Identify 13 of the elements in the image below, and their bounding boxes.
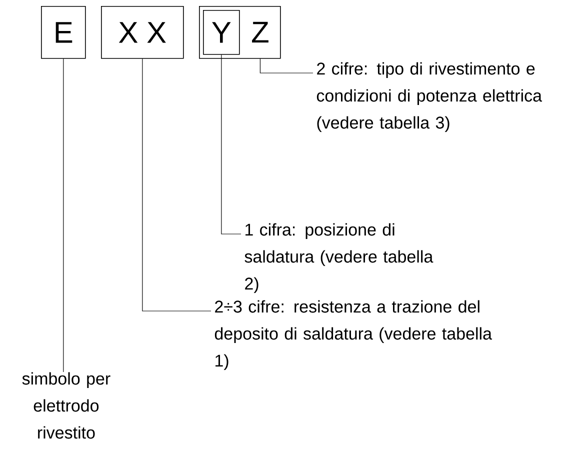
description-text: simbolo per elettrodo rivestito <box>22 372 110 439</box>
description-text: 2 cifre: tipo di rivestimento e condizioni di potenza elettrica (vedere tabella 3) <box>316 62 542 132</box>
letter-box: X X <box>101 6 184 59</box>
leader-line <box>221 54 242 234</box>
letter-box: Y <box>203 10 240 55</box>
description-text: 2÷3 cifre: resistenza a trazione del deposito di saldatura (vedere tabella 1) <box>214 300 492 370</box>
group-box <box>199 6 281 59</box>
leader-line <box>63 58 64 372</box>
letter-box: E <box>41 6 86 59</box>
description-text: 1 cifra: posizione di saldatura (vedere tabella 2) <box>244 223 434 294</box>
leader-line <box>142 58 212 312</box>
letter: Z <box>252 22 268 43</box>
leader-line <box>260 58 314 74</box>
